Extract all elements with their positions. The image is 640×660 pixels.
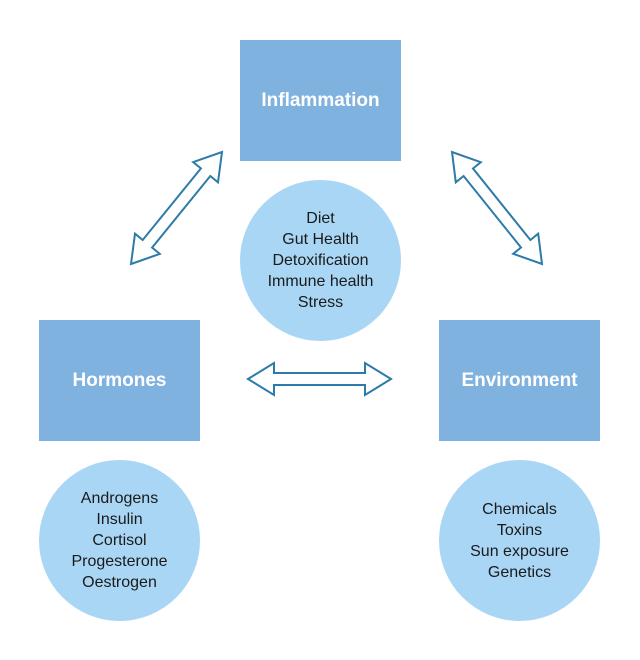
inflammation-factor: Detoxification [272,252,369,269]
arrow-inflammation-environment [450,150,544,266]
inflammation-factor: Stress [297,294,344,311]
environment-factor: Toxins [496,521,543,539]
hormones-factor: Progesterone [71,553,168,570]
inflammation-factor: Diet [306,210,335,227]
inflammation-box: Inflammation [240,40,401,161]
environment-factor: Sun exposure [470,542,569,560]
inflammation-title: Inflammation [261,89,380,111]
hormones-factors-circle: Androgens Insulin Cortisol Progesterone … [39,460,200,621]
hormones-factor: Insulin [96,511,143,528]
hormones-title: Hormones [72,369,167,391]
inflammation-factor: Gut Health [282,231,359,248]
hormones-factor: Androgens [80,490,159,507]
arrow-hormones-environment [246,361,393,397]
environment-factors-circle: Chemicals Toxins Sun exposure Genetics [439,460,600,621]
inflammation-factors-circle: Diet Gut Health Detoxification Immune he… [240,180,401,341]
arrow-inflammation-hormones [129,150,224,266]
environment-factor: Chemicals [482,500,557,518]
hormones-box: Hormones [39,320,200,441]
environment-factor: Genetics [487,563,552,581]
hormones-factor: Cortisol [92,532,147,549]
inflammation-factor: Immune health [267,273,374,290]
environment-title: Environment [461,369,578,391]
hormones-factor: Oestrogen [82,574,157,591]
environment-box: Environment [439,320,600,441]
